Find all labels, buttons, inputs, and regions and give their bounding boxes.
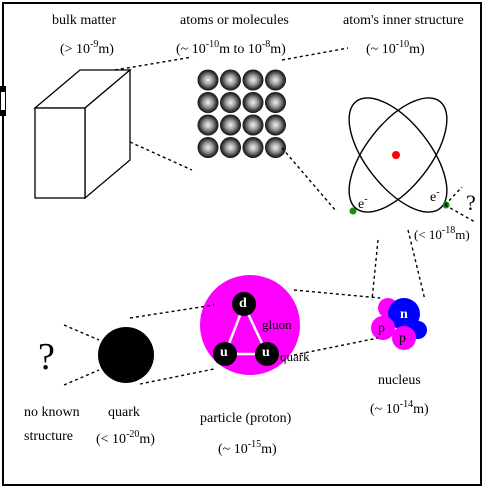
electron-left bbox=[349, 207, 357, 215]
atom-sphere bbox=[220, 137, 241, 158]
atoms-grid bbox=[197, 69, 286, 158]
atom-sphere bbox=[197, 69, 219, 91]
nucleus-label: nucleus bbox=[378, 373, 421, 388]
atom-sphere bbox=[242, 114, 264, 136]
no-known-line1: no known bbox=[24, 405, 80, 420]
quark-size: (< 10-20m) bbox=[96, 429, 155, 447]
proton-label: particle (proton) bbox=[200, 411, 292, 426]
atom-sphere bbox=[265, 114, 286, 136]
atom-sphere bbox=[265, 69, 286, 91]
no-known-line2: structure bbox=[24, 429, 73, 444]
quark-circle bbox=[98, 327, 154, 383]
atom-sphere bbox=[265, 137, 286, 158]
electron-label-left: e- bbox=[358, 194, 368, 212]
quark-d-circle bbox=[232, 292, 256, 316]
electron-label-right: e- bbox=[430, 187, 440, 205]
nucleon-proton-c bbox=[392, 326, 416, 350]
atom-inner-size: (~ 10-10m) bbox=[366, 39, 425, 57]
proton-letter-bottom: p bbox=[399, 331, 406, 346]
atom-nucleus-dot bbox=[392, 151, 400, 159]
atom-sphere bbox=[197, 137, 219, 158]
edge-mark-inner bbox=[1, 92, 5, 110]
quark-u-left-circle bbox=[213, 342, 237, 366]
proton-letter-left: p bbox=[378, 321, 385, 336]
atom-sphere bbox=[197, 114, 219, 136]
nucleon-proton-b bbox=[371, 316, 395, 340]
electron-unknown-mark: ? bbox=[466, 190, 476, 215]
atom-sphere bbox=[265, 92, 286, 113]
nucleus-cluster bbox=[371, 298, 427, 350]
atom-sphere bbox=[220, 114, 241, 136]
quark-u-right-circle bbox=[255, 342, 279, 366]
atom-model bbox=[348, 97, 450, 215]
atoms-label: atoms or molecules bbox=[180, 13, 289, 28]
bulk-matter-cube bbox=[33, 68, 132, 200]
atom-sphere bbox=[242, 137, 264, 158]
connector-lines bbox=[63, 47, 476, 386]
quark-u-right-letter: u bbox=[262, 345, 270, 360]
gluon-triangle bbox=[223, 301, 269, 356]
electron-orbit-1 bbox=[348, 97, 448, 213]
atom-sphere bbox=[242, 92, 264, 113]
quark-u-left-letter: u bbox=[220, 345, 228, 360]
electron-orbit-2 bbox=[348, 97, 448, 213]
unknown-question-mark: ? bbox=[38, 336, 55, 378]
atom-sphere bbox=[242, 69, 264, 91]
bulk-matter-label: bulk matter bbox=[52, 13, 117, 28]
nucleus-size: (~ 10-14m) bbox=[370, 399, 429, 417]
quark-d-letter: d bbox=[239, 296, 247, 311]
nucleon-neutron bbox=[388, 298, 420, 330]
proton-size: (~ 10-15m) bbox=[218, 439, 277, 457]
electron-size: (< 10-18m) bbox=[414, 225, 470, 242]
proton-model bbox=[200, 275, 300, 375]
quark-inside-label: quark bbox=[280, 349, 310, 364]
atom-sphere bbox=[220, 69, 241, 91]
atom-sphere bbox=[197, 92, 219, 113]
atoms-size: (~ 10-10m to 10-8m) bbox=[176, 39, 286, 57]
atom-sphere bbox=[220, 92, 241, 113]
quark-label: quark bbox=[108, 405, 140, 420]
bulk-matter-size: (> 10-9m) bbox=[60, 39, 114, 57]
neutron-letter: n bbox=[400, 307, 408, 322]
gluon-label: gluon bbox=[262, 317, 292, 332]
atom-inner-label: atom's inner structure bbox=[343, 13, 464, 28]
